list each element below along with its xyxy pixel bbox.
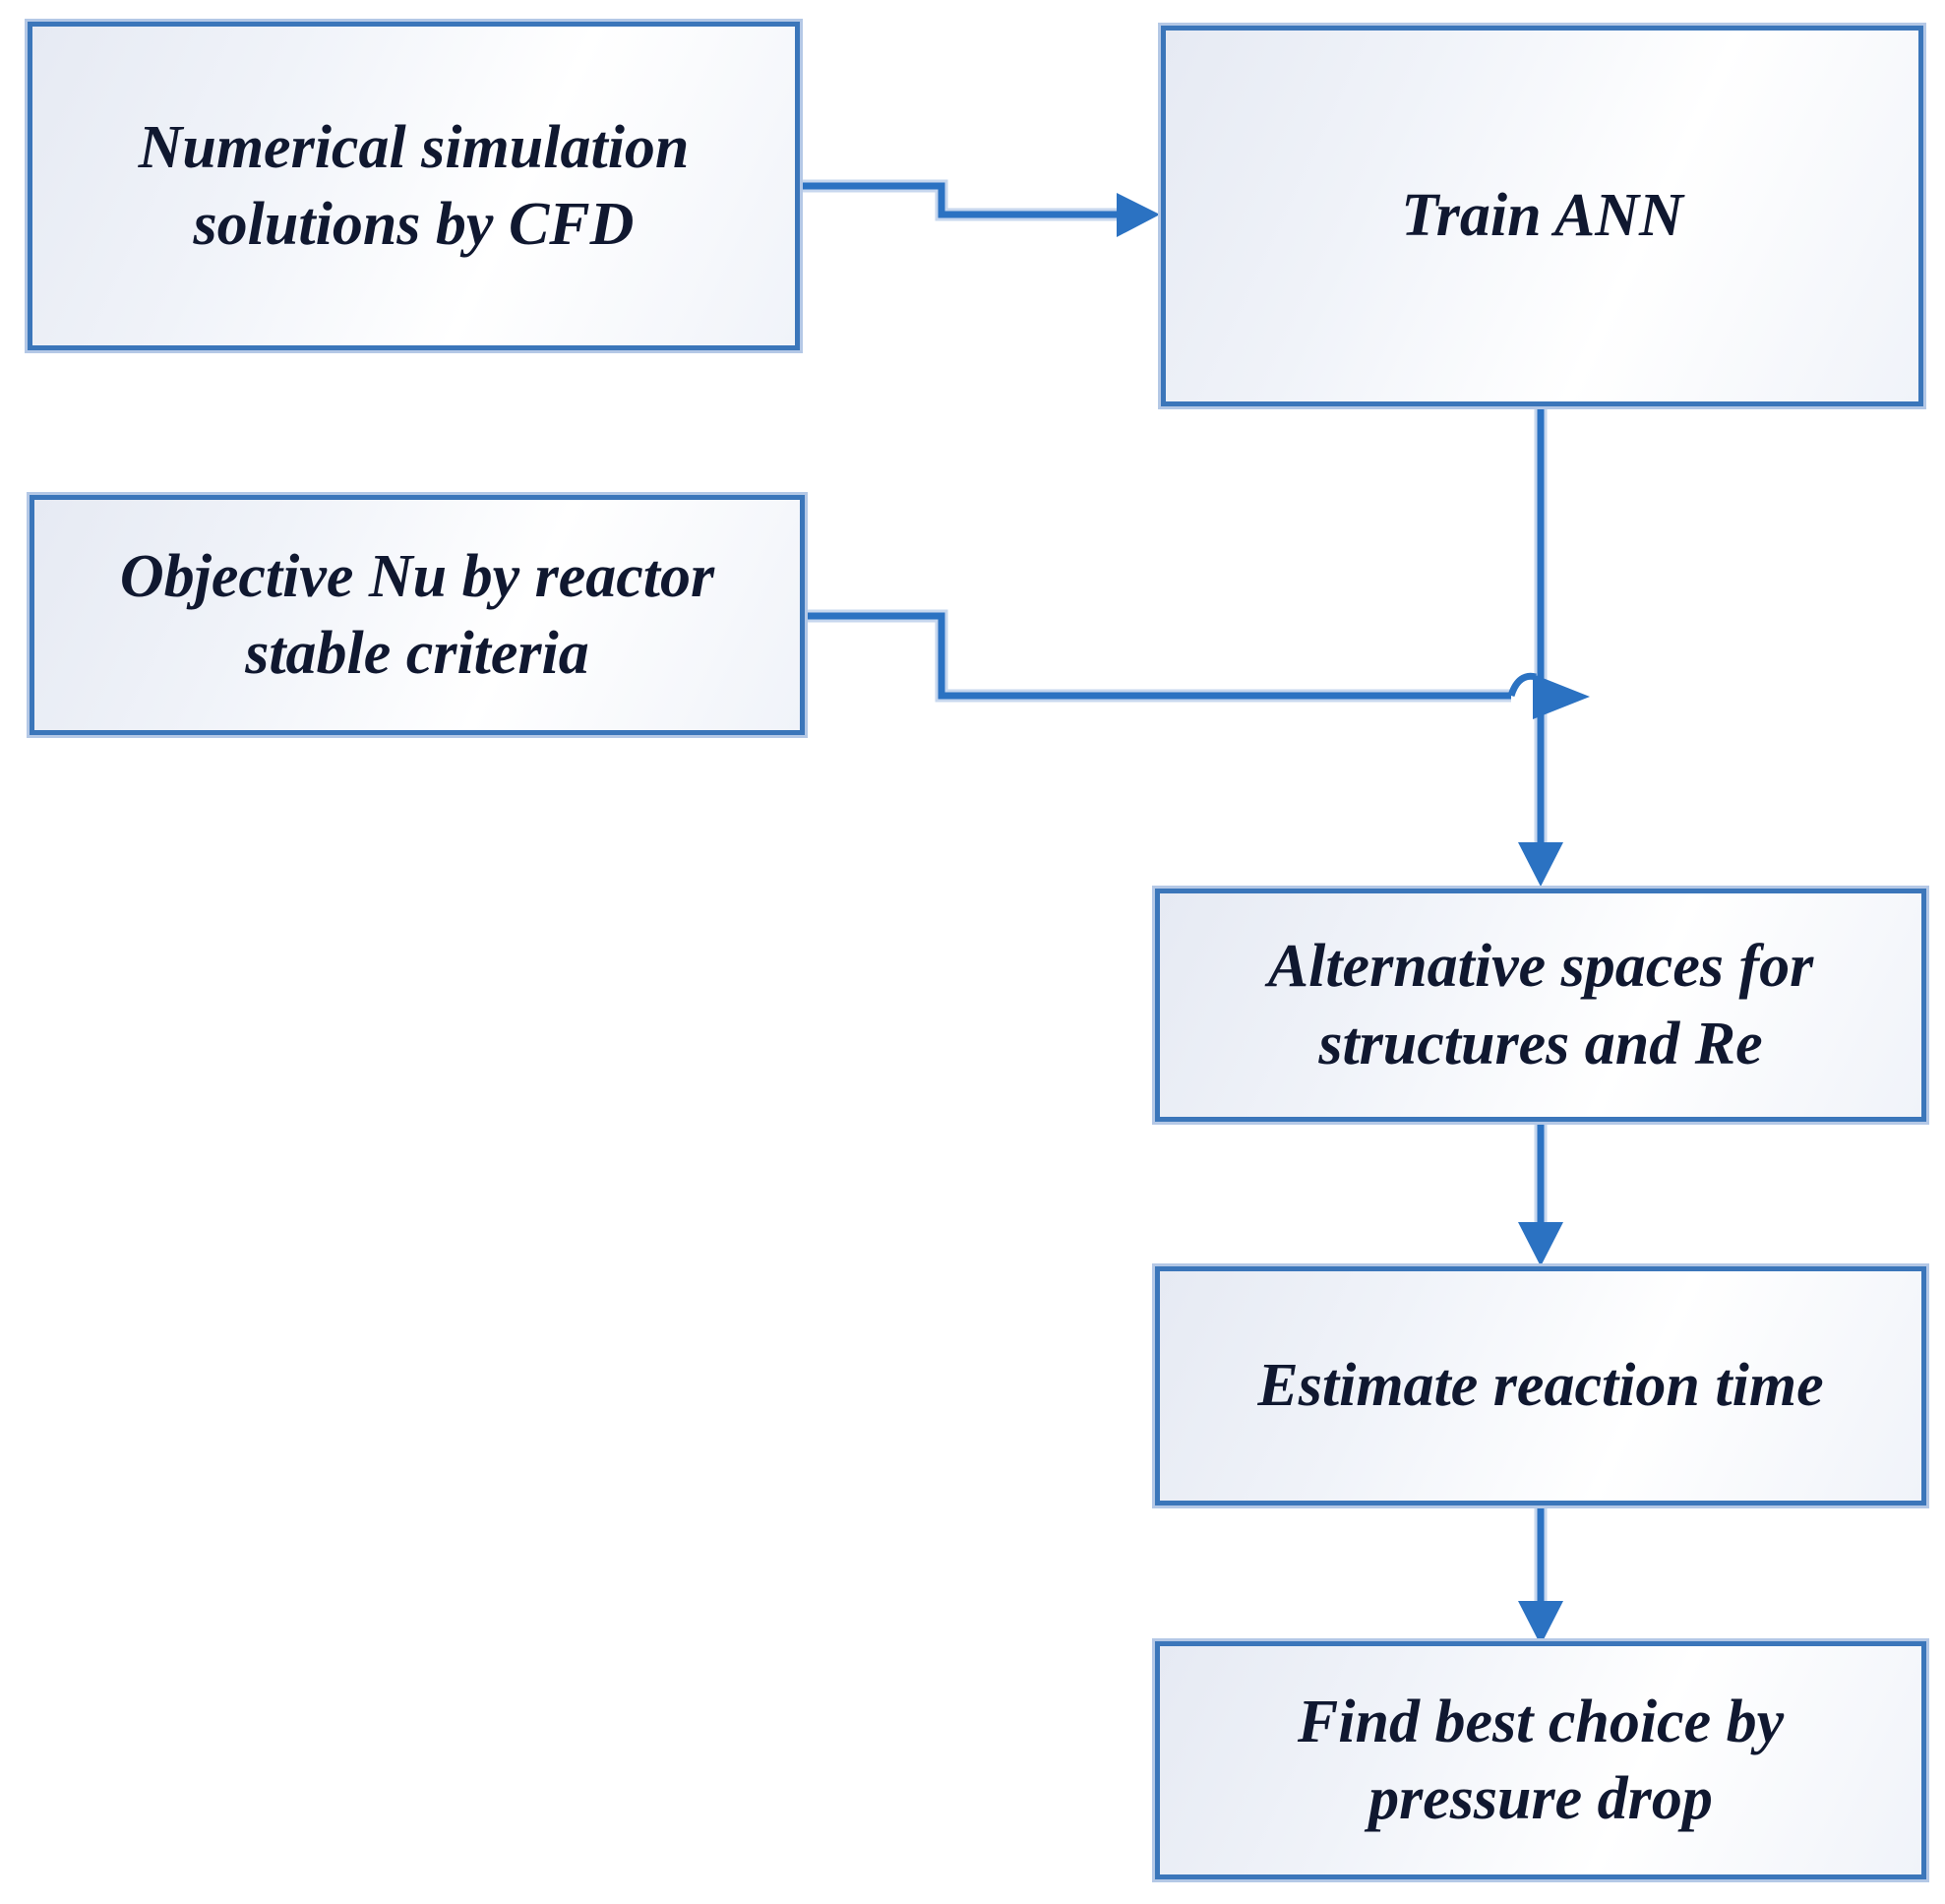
node-label-line: Objective Nu by reactor (119, 542, 715, 610)
node-numerical-simulation: Numerical simulation solutions by CFD (28, 22, 800, 350)
node-label: Objective Nu by reactor stable criteria (120, 538, 714, 692)
node-estimate-time: Estimate reaction time (1155, 1266, 1926, 1505)
node-label: Numerical simulation solutions by CFD (139, 109, 690, 263)
node-label-line: Find best choice by (1297, 1688, 1785, 1755)
node-label-line: solutions by CFD (193, 191, 635, 258)
node-label: Find best choice by pressure drop (1298, 1684, 1784, 1837)
node-label-line: pressure drop (1368, 1765, 1713, 1832)
node-label-line: Alternative spaces for (1267, 933, 1814, 1001)
node-label: Alternative spaces for structures and Re (1268, 928, 1814, 1081)
arrowhead-down-icon (1518, 1601, 1563, 1645)
edge-line (800, 182, 1119, 218)
node-label-line: Numerical simulation (138, 113, 690, 181)
edge-objective-nu-merge-halo (805, 609, 1511, 703)
node-alternative-spaces: Alternative spaces for structures and Re (1155, 889, 1926, 1122)
arrowhead-right-icon (1533, 674, 1590, 719)
node-label-line: Estimate reaction time (1257, 1352, 1824, 1420)
edge-cfd-to-train-ann-halo (800, 179, 1119, 221)
node-objective-nu: Objective Nu by reactor stable criteria (30, 495, 805, 735)
node-label: Train ANN (1401, 177, 1683, 254)
edge-alt-spaces-to-estimate (1518, 1122, 1563, 1266)
arrowhead-right-icon (1117, 193, 1160, 237)
node-label: Estimate reaction time (1257, 1347, 1823, 1424)
edge-estimate-to-best-choice (1518, 1505, 1563, 1645)
arrowhead-down-icon (1518, 842, 1563, 887)
arrowhead-down-icon (1518, 1222, 1563, 1266)
node-label-line: structures and Re (1318, 1010, 1763, 1077)
edge-line-hop (1507, 672, 1537, 698)
edge-train-ann-to-alt-spaces (1518, 406, 1563, 887)
node-train-ann: Train ANN (1161, 26, 1923, 406)
node-label-line: Train ANN (1401, 182, 1683, 250)
edge-objective-nu-merge (805, 612, 1590, 719)
node-best-choice: Find best choice by pressure drop (1155, 1641, 1926, 1879)
edge-cfd-to-train-ann (800, 182, 1160, 237)
node-label-line: stable criteria (245, 620, 589, 687)
edge-line (805, 612, 1511, 700)
